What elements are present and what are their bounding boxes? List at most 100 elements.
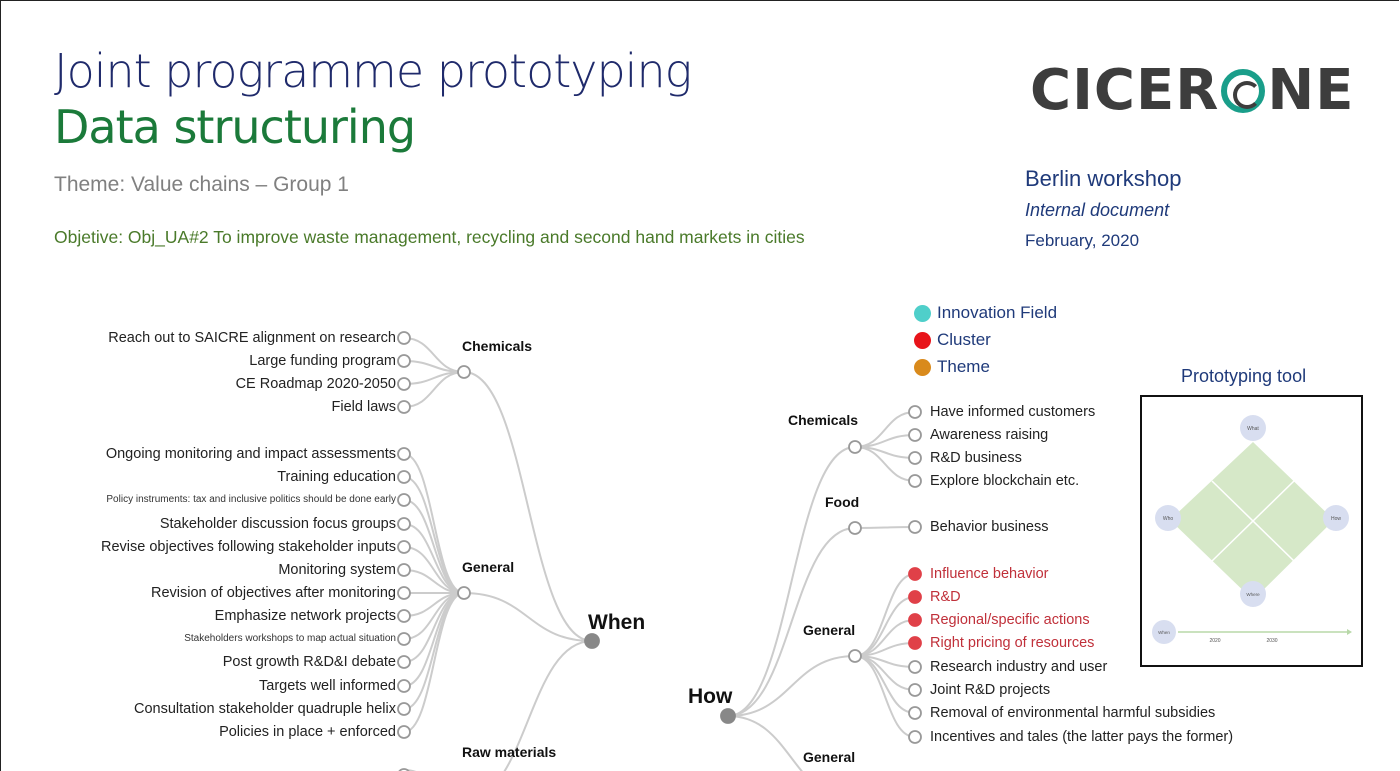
leaf-node[interactable] — [397, 331, 411, 345]
branch-node[interactable] — [457, 365, 471, 379]
objective-label: Objetive: Obj_UA#2 To improve waste mana… — [54, 227, 805, 247]
branch-label: General — [803, 749, 856, 765]
leaf-node[interactable] — [397, 470, 411, 484]
leaf-label: Reach out to SAICRE alignment on researc… — [108, 330, 396, 346]
leaf-node[interactable] — [908, 660, 922, 674]
who-label: Who — [1163, 516, 1174, 522]
leaf-node[interactable] — [397, 493, 411, 507]
leaf-label: Training education — [277, 469, 396, 485]
cluster-leaf-node[interactable] — [908, 567, 922, 581]
leaf-label: Targets well informed — [259, 678, 396, 694]
leaf-node[interactable] — [397, 447, 411, 461]
leaf-node[interactable] — [397, 354, 411, 368]
leaf-label: Policies in place + enforced — [219, 724, 396, 740]
leaf-node[interactable] — [908, 730, 922, 744]
leaf-label: Monitoring system — [278, 562, 396, 578]
year-label: 2020 — [1209, 638, 1220, 644]
root-node[interactable] — [584, 633, 600, 649]
branch-node[interactable] — [457, 586, 471, 600]
leaf-node[interactable] — [397, 563, 411, 577]
branch-label: Raw materials — [462, 744, 557, 760]
cluster-leaf-node[interactable] — [908, 590, 922, 604]
cluster-leaf-node[interactable] — [908, 613, 922, 627]
leaf-label: Incentives and tales (the latter pays th… — [930, 729, 1234, 745]
leaf-node[interactable] — [397, 655, 411, 669]
tree-link — [854, 655, 916, 714]
logo-text-left: CICER — [1030, 58, 1220, 123]
branch-label: General — [462, 559, 515, 575]
legend-label: Cluster — [937, 330, 991, 349]
tree-link — [503, 640, 593, 771]
root-node[interactable] — [720, 708, 736, 724]
what-label: What — [1247, 426, 1259, 432]
branch-node[interactable] — [848, 521, 862, 535]
legend-dot — [914, 332, 931, 349]
where-label: Where — [1246, 592, 1260, 597]
leaf-node[interactable] — [397, 400, 411, 414]
leaf-node[interactable] — [397, 725, 411, 739]
leaf-node[interactable] — [908, 706, 922, 720]
logo-text-right: NE — [1267, 58, 1355, 123]
root-label-how: How — [688, 685, 733, 708]
leaf-label: R&D — [930, 589, 961, 605]
leaf-node[interactable] — [397, 517, 411, 531]
leaf-node[interactable] — [397, 540, 411, 554]
cluster-leaf-node[interactable] — [908, 636, 922, 650]
leaf-label: Behavior business — [930, 519, 1049, 535]
leaf-node[interactable] — [397, 679, 411, 693]
tree-link — [727, 715, 803, 771]
leaf-label: Stakeholders workshops to map actual sit… — [184, 633, 396, 644]
tree-link — [403, 592, 465, 710]
where-circle — [1240, 581, 1266, 607]
leaf-label: Revision of objectives after monitoring — [150, 585, 396, 601]
leaf-node[interactable] — [908, 405, 922, 419]
date-label: February, 2020 — [1025, 231, 1140, 250]
leaf-node[interactable] — [908, 474, 922, 488]
tree-link — [403, 476, 465, 594]
leaf-node[interactable] — [397, 702, 411, 716]
leaf-node[interactable] — [908, 428, 922, 442]
leaf-node[interactable] — [397, 609, 411, 623]
branch-label: Food — [825, 494, 860, 510]
leaf-node[interactable] — [397, 377, 411, 391]
tree-link — [403, 592, 465, 733]
tree-link — [463, 592, 593, 642]
when-circle — [1152, 620, 1176, 644]
tree-link — [854, 596, 916, 657]
root-label-when: When — [588, 611, 646, 634]
legend-label: Theme — [937, 357, 990, 376]
legend-dot — [914, 359, 931, 376]
leaf-label: Right pricing of resources — [930, 635, 1095, 651]
year-label: 2030 — [1266, 638, 1277, 644]
leaf-label: Field laws — [331, 399, 396, 415]
leaf-node[interactable] — [908, 451, 922, 465]
leaf-label: Emphasize network projects — [214, 608, 396, 624]
leaf-label: Large funding program — [249, 353, 396, 369]
leaf-node[interactable] — [397, 632, 411, 646]
leaf-label: Influence behavior — [930, 566, 1049, 582]
tree-link — [727, 527, 856, 717]
leaf-node[interactable] — [908, 683, 922, 697]
tree-link — [403, 453, 465, 594]
legend-label: Innovation Field — [937, 303, 1058, 322]
branch-label: Chemicals — [788, 412, 859, 428]
leaf-label: Regional/specific actions — [930, 612, 1090, 628]
title-line-2: Data structuring — [54, 100, 416, 154]
leaf-label: CE Roadmap 2020-2050 — [235, 376, 396, 392]
leaf-label: Policy instruments: tax and inclusive po… — [106, 494, 396, 505]
leaf-node[interactable] — [908, 520, 922, 534]
tree-link — [403, 371, 465, 408]
when-label: When — [1158, 630, 1170, 635]
prototyping-tool-title: Prototyping tool — [1181, 366, 1307, 386]
branch-label: Chemicals — [462, 338, 533, 354]
tree-link — [403, 499, 465, 594]
branch-node[interactable] — [848, 440, 862, 454]
leaf-node[interactable] — [397, 586, 411, 600]
tree-link — [854, 526, 916, 529]
tree-link — [854, 655, 916, 738]
theme-label: Theme: Value chains – Group 1 — [54, 173, 349, 196]
branch-node[interactable] — [848, 649, 862, 663]
branch-label: General — [803, 622, 856, 638]
leaf-label: Research industry and user — [930, 659, 1108, 675]
